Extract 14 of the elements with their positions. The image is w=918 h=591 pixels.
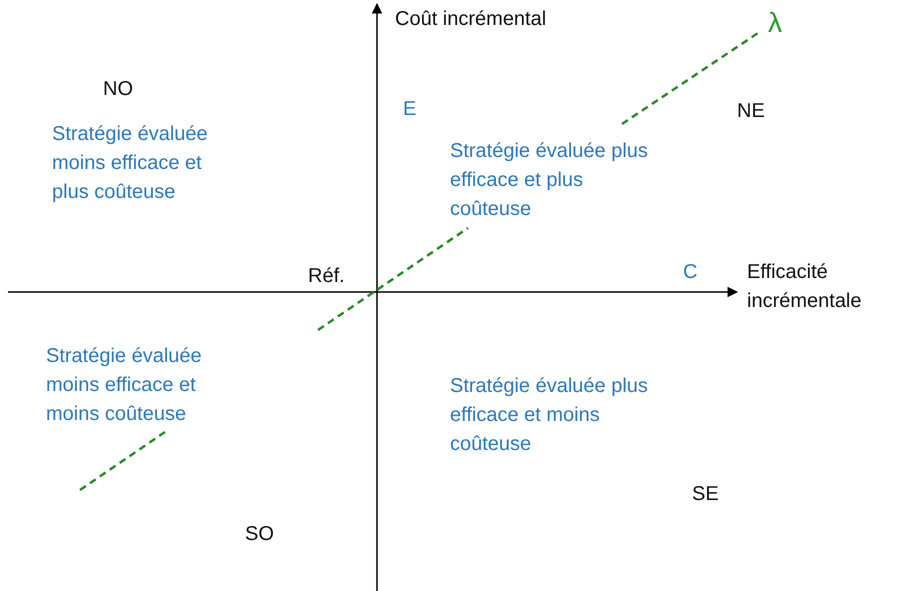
quadrant-label: SE (692, 482, 719, 507)
quadrant-label: SO (245, 522, 274, 547)
quadrant-description: Stratégie évaluée plus efficace et plus coûteuse (450, 139, 649, 222)
quadrant-description: Stratégie évaluée plus efficace et moins coûteuse (450, 374, 649, 457)
axis-point-label: C (683, 260, 698, 285)
lambda-label: λ (768, 8, 782, 37)
quadrant-description: Stratégie évaluée moins efficace et moins coûteuse (46, 344, 203, 427)
origin-label: Réf. (308, 264, 345, 289)
axis-label: Coût incrémental (395, 7, 548, 32)
quadrant-label: NE (737, 99, 765, 124)
axis-point-label: E (403, 97, 416, 122)
quadrant-label: NO (103, 77, 133, 102)
axis-label: Efficacité incrémentale (747, 260, 863, 314)
quadrant-description: Stratégie évaluée moins efficace et plus coûteuse (52, 122, 209, 205)
